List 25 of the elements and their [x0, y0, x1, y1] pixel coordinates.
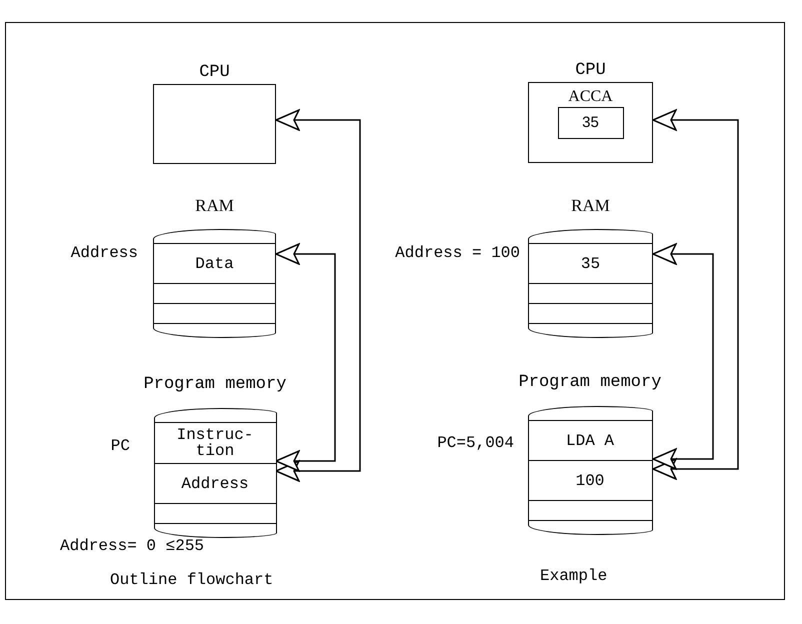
memory-cell: 100 [528, 461, 652, 501]
memory-cell: LDA A [528, 421, 652, 461]
address-label: PC=5,004 [436, 433, 514, 453]
bus-arrow [652, 243, 714, 470]
memory-cell: Address [154, 464, 276, 504]
register-label: ACCA [568, 87, 613, 107]
caption-text: Address= 0 ≤255 [60, 536, 204, 556]
memory-cell: 35 [529, 244, 652, 284]
address-label: PC [110, 436, 130, 456]
address-label: Address [70, 243, 138, 263]
register-box: 35 [558, 107, 624, 139]
stack-heading: Program memory [518, 372, 662, 394]
stack-heading: RAM [571, 195, 610, 217]
box-heading: CPU [575, 60, 606, 82]
memory-cell: Data [154, 244, 275, 284]
stack-heading: Program memory [144, 374, 286, 396]
box-heading: CPU [199, 62, 230, 84]
address-label: Address = 100 [394, 243, 520, 263]
bus-arrow [275, 243, 336, 472]
bus-arrow [652, 109, 739, 480]
caption-text: Outline flowchart [110, 570, 274, 590]
stack-heading: RAM [195, 195, 234, 217]
caption-text: Example [540, 566, 608, 586]
bus-arrow [275, 109, 361, 482]
memory-cell: Instruc-tion [154, 423, 276, 464]
